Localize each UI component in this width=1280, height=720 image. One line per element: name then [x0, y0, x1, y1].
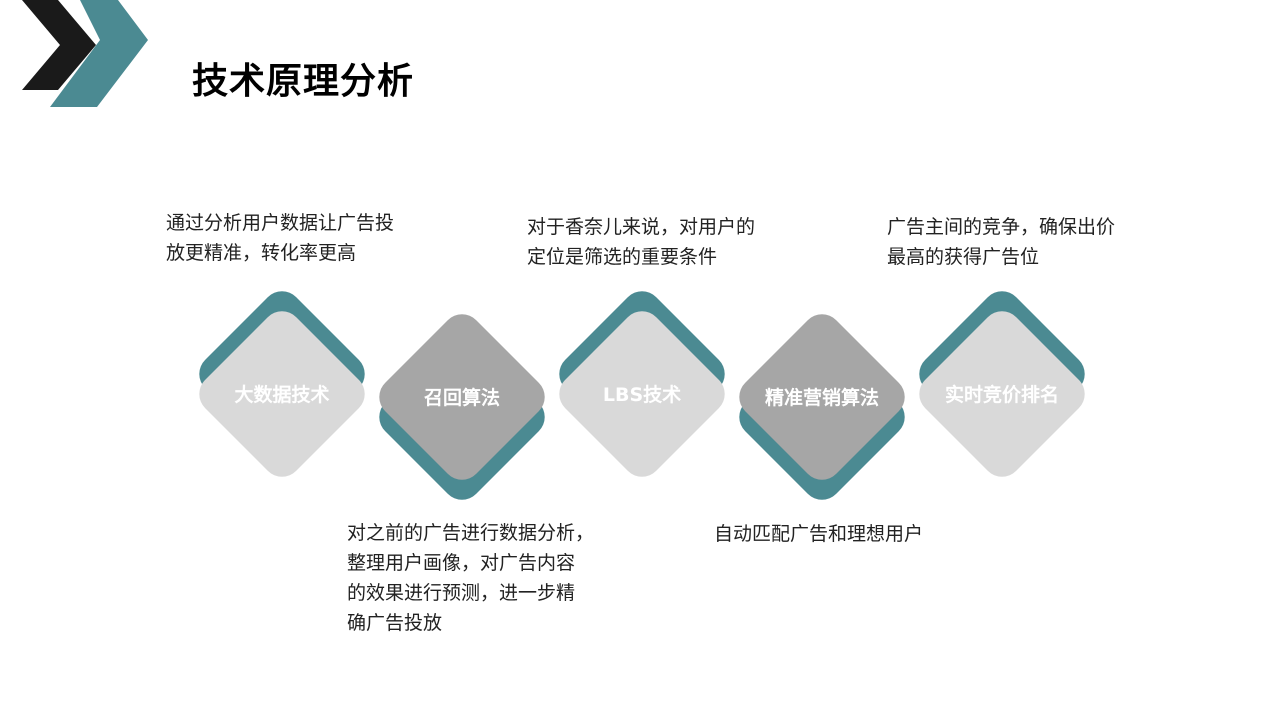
node-label: 大数据技术	[234, 383, 329, 406]
diamond-node-3: LBS技术	[559, 291, 725, 477]
node-label: 召回算法	[424, 386, 500, 409]
diamond-node-4: 精准营销算法	[739, 314, 905, 500]
chevron-logo-icon	[22, 0, 148, 107]
dark-chevron-shape	[22, 0, 96, 90]
description-line: 定位是筛选的重要条件	[527, 246, 718, 268]
diamond-node-1: 大数据技术	[199, 291, 365, 477]
diamond-node-2: 召回算法	[379, 314, 545, 500]
page-title: 技术原理分析	[192, 61, 415, 102]
diamond-face	[379, 314, 545, 480]
node-5-description: 广告主间的竞争，确保出价 最高的获得广告位	[887, 212, 1115, 272]
description-line: 整理用户画像，对广告内容	[347, 552, 576, 574]
description-line: 自动匹配广告和理想用户	[714, 523, 924, 545]
node-label: 精准营销算法	[765, 386, 879, 409]
description-line: 通过分析用户数据让广告投	[166, 212, 395, 234]
diamond-face	[919, 311, 1085, 477]
description-line: 确广告投放	[347, 612, 443, 634]
description-line: 放更精准，转化率更高	[166, 242, 357, 264]
node-3-description: 对于香奈儿来说，对用户的 定位是筛选的重要条件	[527, 212, 755, 272]
teal-chevron-shape	[50, 0, 148, 107]
node-label: LBS技术	[603, 383, 681, 406]
node-2-description: 对之前的广告进行数据分析， 整理用户画像，对广告内容 的效果进行预测，进一步精 …	[347, 518, 594, 638]
diamond-node-5: 实时竞价排名	[919, 291, 1085, 477]
description-line: 对于香奈儿来说，对用户的	[527, 216, 756, 238]
diamond-face	[559, 311, 725, 477]
node-1-description: 通过分析用户数据让广告投 放更精准，转化率更高	[166, 208, 394, 268]
diamond-face	[739, 314, 905, 480]
node-label: 实时竞价排名	[945, 383, 1059, 406]
description-line: 最高的获得广告位	[887, 246, 1040, 268]
description-line: 广告主间的竞争，确保出价	[887, 216, 1116, 238]
diamond-face	[199, 311, 365, 477]
description-line: 的效果进行预测，进一步精	[347, 582, 576, 604]
node-4-description: 自动匹配广告和理想用户	[714, 519, 923, 549]
description-line: 对之前的广告进行数据分析，	[347, 522, 595, 544]
